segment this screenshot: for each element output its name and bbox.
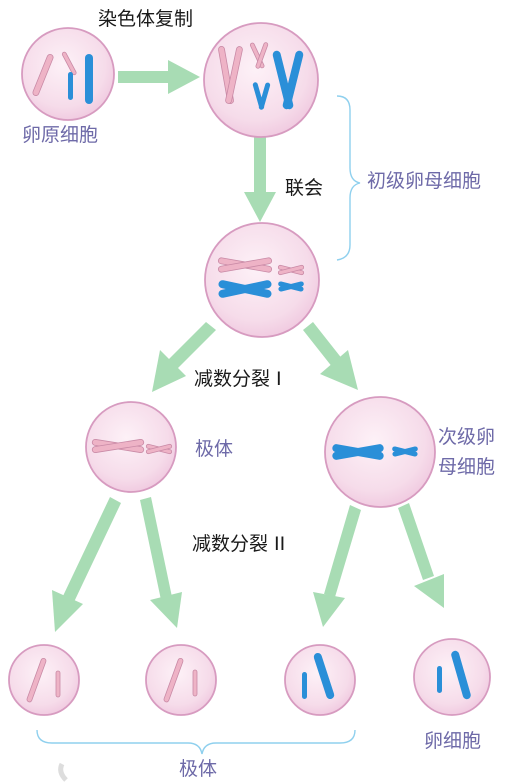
blue-replicated-chromosome [272,50,304,110]
first-polar-body-cell [85,401,177,493]
blue-small-dyad [392,446,418,457]
blue-small-replicated-chromosome [252,82,271,110]
arrow-meiosis2-secondary-right [398,503,444,608]
pink-chromatid [26,658,47,703]
pink-tetrad [217,257,273,273]
secondary-oocyte-cell [324,396,436,508]
blue-small-chromosome [68,72,73,100]
oogonium-label: 卵原细胞 [22,124,99,146]
blue-chromatid [313,652,335,700]
oogonium-cell [21,27,115,121]
pink-replicated-chromosome [218,45,243,105]
pink-chromatid [163,658,184,703]
arrow-synapsis [244,135,276,222]
pink-chromosome [32,53,54,97]
arrow-meiosis1-left [152,322,216,392]
replication-label: 染色体复制 [98,8,194,30]
secondary-oocyte-label-line1: 次级卵 [438,426,496,448]
primary-oocyte-brace [336,95,361,261]
polar-bodies-label: 极体 [179,758,218,780]
polar-body-cell-3 [284,644,356,716]
blue-small-tetrad [278,281,304,292]
arrow-meiosis2-polar-right [140,497,182,628]
pink-small-replicated-chromosome [249,42,269,69]
egg-cell [413,638,491,716]
blue-dyad [332,444,384,460]
blue-tetrad [218,280,272,298]
arrow-meiosis2-polar-left [52,497,121,632]
primary-oocyte-label: 初级卵母细胞 [367,170,482,192]
arrow-meiosis1-right [303,322,358,390]
egg-cell-label: 卵细胞 [424,730,482,752]
pink-small-chromosome [61,51,77,76]
polar-bodies-brace [36,729,356,755]
pink-small-dyad [145,443,173,455]
pink-small-chromatid [55,670,61,698]
pink-small-tetrad [277,264,305,276]
replicated-cell [203,22,319,138]
synapsis-cell [204,222,320,338]
meiosis-1-label: 减数分裂 I [194,368,282,390]
first-polar-body-label: 极体 [195,438,234,460]
arrow-meiosis2-secondary-left [313,505,361,627]
meiosis-2-label: 减数分裂 II [192,533,286,555]
secondary-oocyte-label-line2: 母细胞 [438,456,496,478]
pink-small-chromatid [192,669,198,697]
blue-chromatid [451,650,471,700]
synapsis-label: 联会 [285,177,324,199]
arrow-replication [118,60,200,94]
blue-small-chromatid [302,672,307,699]
blue-small-chromatid [437,666,442,693]
blue-chromosome [85,54,93,104]
pink-dyad [91,439,145,453]
watermark-mark [58,762,68,782]
polar-body-cell-1 [8,644,80,716]
arrows [52,60,444,632]
polar-body-cell-2 [145,644,217,716]
